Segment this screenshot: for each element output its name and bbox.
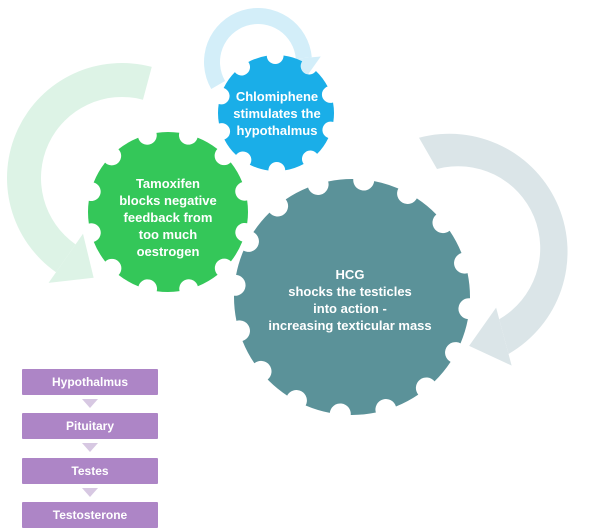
hcg-gear [234,179,470,415]
flow-step-hypothalmus: Hypothalmus [22,369,158,395]
hcg-label: HCG shocks the testicles into action - i… [250,255,450,345]
chlomiphene-gear [217,55,335,171]
tamoxifen-line-1: Tamoxifen [135,175,201,191]
arrow-head-icon [48,233,94,283]
chlomiphene-line-2: stimulates the [233,105,321,121]
tamoxifen-label: Tamoxifen blocks negative feedback from … [108,172,228,262]
tamoxifen-line-5: oestrogen [136,243,200,259]
arc-band [419,133,568,354]
hcg-line-1: HCG [335,267,365,282]
flow-step-testes: Testes [22,458,158,484]
flow-step-testosterone: Testosterone [22,502,158,528]
arc-band [204,8,312,89]
cycle-arrow-left [7,63,152,283]
flow-step-pituitary: Pituitary [22,413,158,439]
flow-down-arrow-icon [82,399,98,408]
hcg-line-3: into action - [313,301,387,316]
chlomiphene-line-3: hypothalmus [236,122,318,138]
chlomiphene-line-1: Chlomiphene [235,88,319,104]
hcg-line-4: increasing texticular mass [268,318,432,333]
arc-band [7,63,152,273]
cycle-arrow-right [419,133,568,366]
tamoxifen-line-3: feedback from [123,209,213,225]
chlomiphene-label: Chlomiphene stimulates the hypothalmus [222,83,332,143]
hcg-line-2: shocks the testicles [288,284,412,299]
tamoxifen-line-2: blocks negative [119,192,217,208]
arrow-head-icon [469,307,512,366]
tamoxifen-line-4: too much [138,226,198,242]
flow-down-arrow-icon [82,488,98,497]
tamoxifen-gear [87,131,249,293]
flow-down-arrow-icon [82,443,98,452]
